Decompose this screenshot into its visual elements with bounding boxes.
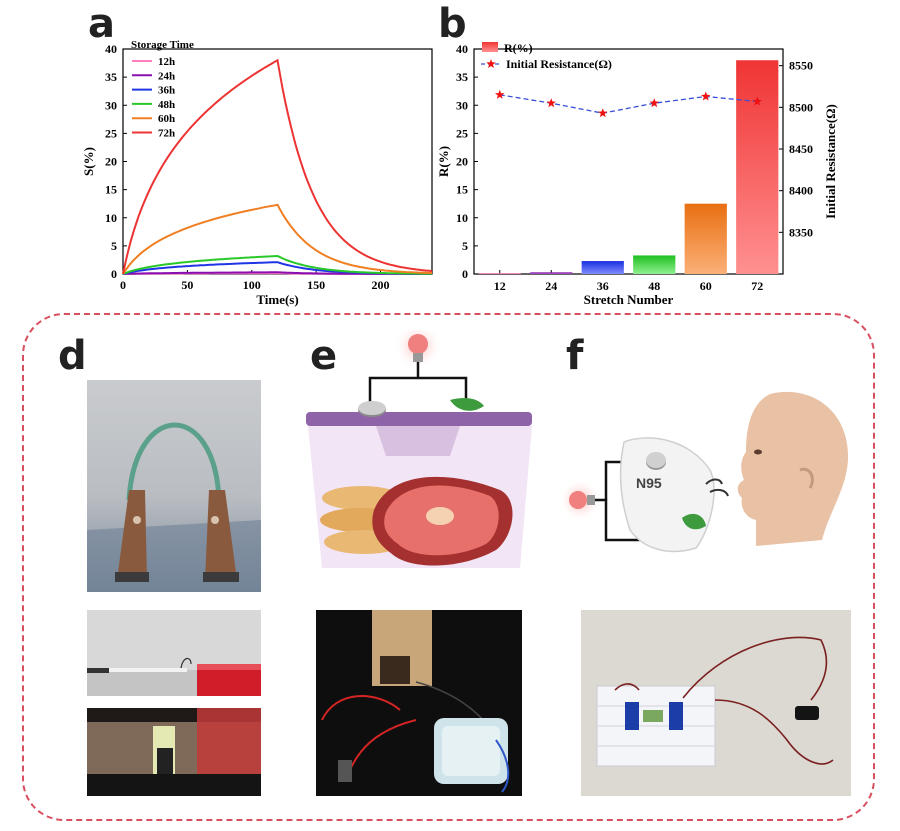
legend-label-bar: R(%) (504, 41, 533, 55)
y-tick-label: 5 (462, 239, 468, 253)
bar-60 (684, 203, 727, 274)
y-tick-label: 20 (456, 155, 468, 169)
series-line-48h (122, 254, 433, 275)
applications-frame (22, 313, 875, 821)
y-tick-label: 15 (456, 183, 468, 197)
panel-label-e: e (310, 333, 338, 379)
bar-48 (633, 255, 676, 274)
bar-72 (736, 60, 779, 274)
y-tick-label: 35 (456, 70, 468, 84)
x-tick-label: 200 (372, 278, 390, 292)
series-line-72h (122, 58, 433, 275)
panel-label-b: b (438, 1, 467, 47)
legend-star-icon (486, 59, 496, 68)
y-right-tick-label: 8450 (789, 142, 813, 156)
bar-24 (530, 272, 573, 274)
resistance-point-48 (649, 98, 659, 108)
legend-label-line: Initial Resistance(Ω) (506, 57, 612, 71)
x-tick-label: 72 (751, 279, 763, 293)
legend-swatch-bar (482, 42, 498, 52)
legend-label-36h: 36h (158, 85, 175, 97)
photo-mask-setup (581, 610, 851, 796)
y-right-axis-label: Initial Resistance(Ω) (823, 104, 838, 219)
legend-title: Storage Time (131, 39, 194, 51)
y-tick-label: 30 (456, 98, 468, 112)
photo-sensor-side (87, 610, 261, 696)
photo-sensor-clips (87, 380, 261, 592)
bar-12 (478, 273, 521, 274)
legend-label-48h: 48h (158, 99, 175, 111)
panel-label-a: a (88, 1, 115, 47)
x-tick-label: 150 (307, 278, 325, 292)
y-tick-label: 35 (105, 70, 117, 84)
x-tick-label: 24 (545, 279, 557, 293)
y-tick-label: 20 (105, 155, 117, 169)
resistance-point-12 (495, 89, 505, 99)
resistance-point-72 (752, 96, 762, 106)
y-tick-label: 0 (111, 267, 117, 281)
x-tick-label: 100 (243, 278, 261, 292)
legend-label-72h: 72h (158, 128, 175, 140)
photo-food-container-setup (316, 610, 522, 796)
x-axis-label: Time(s) (256, 292, 298, 307)
y-tick-label: 5 (111, 239, 117, 253)
y-tick-label: 15 (105, 183, 117, 197)
legend-label-60h: 60h (158, 113, 175, 125)
resistance-point-60 (701, 91, 711, 101)
x-tick-label: 50 (181, 278, 193, 292)
resistance-point-36 (598, 108, 608, 118)
y-tick-label: 25 (456, 126, 468, 140)
y-right-tick-label: 8350 (789, 225, 813, 239)
y-right-tick-label: 8500 (789, 100, 813, 114)
resistance-line (499, 94, 758, 114)
y-tick-label: 0 (462, 267, 468, 281)
x-tick-label: 60 (700, 279, 712, 293)
y-axis-label: S(%) (81, 147, 96, 176)
y-tick-label: 25 (105, 126, 117, 140)
panel-label-f: f (566, 333, 584, 379)
resistance-point-24 (546, 98, 556, 108)
y-tick-label: 10 (456, 211, 468, 225)
mask-label: N95 (636, 475, 662, 491)
x-tick-label: 12 (494, 279, 506, 293)
chart-a-plot-frame (122, 48, 433, 275)
y-tick-label: 30 (105, 98, 117, 112)
bar-36 (581, 261, 624, 274)
x-axis-label: Stretch Number (584, 292, 674, 307)
x-tick-label: 36 (597, 279, 609, 293)
photo-sensor-closeup (87, 708, 261, 796)
illustration-food-container (300, 330, 540, 580)
legend-label-12h: 12h (158, 56, 175, 68)
y-tick-label: 40 (105, 42, 117, 56)
panel-label-d: d (58, 333, 87, 379)
series-line-60h (122, 203, 432, 275)
y-right-tick-label: 8550 (789, 59, 813, 73)
legend-label-24h: 24h (158, 70, 175, 82)
chart-b-plot-frame (473, 48, 784, 275)
x-tick-label: 0 (120, 278, 126, 292)
y-right-tick-label: 8400 (789, 184, 813, 198)
illustration-mask-breathing: N95 (560, 380, 850, 580)
y-tick-label: 10 (105, 211, 117, 225)
x-tick-label: 48 (648, 279, 660, 293)
